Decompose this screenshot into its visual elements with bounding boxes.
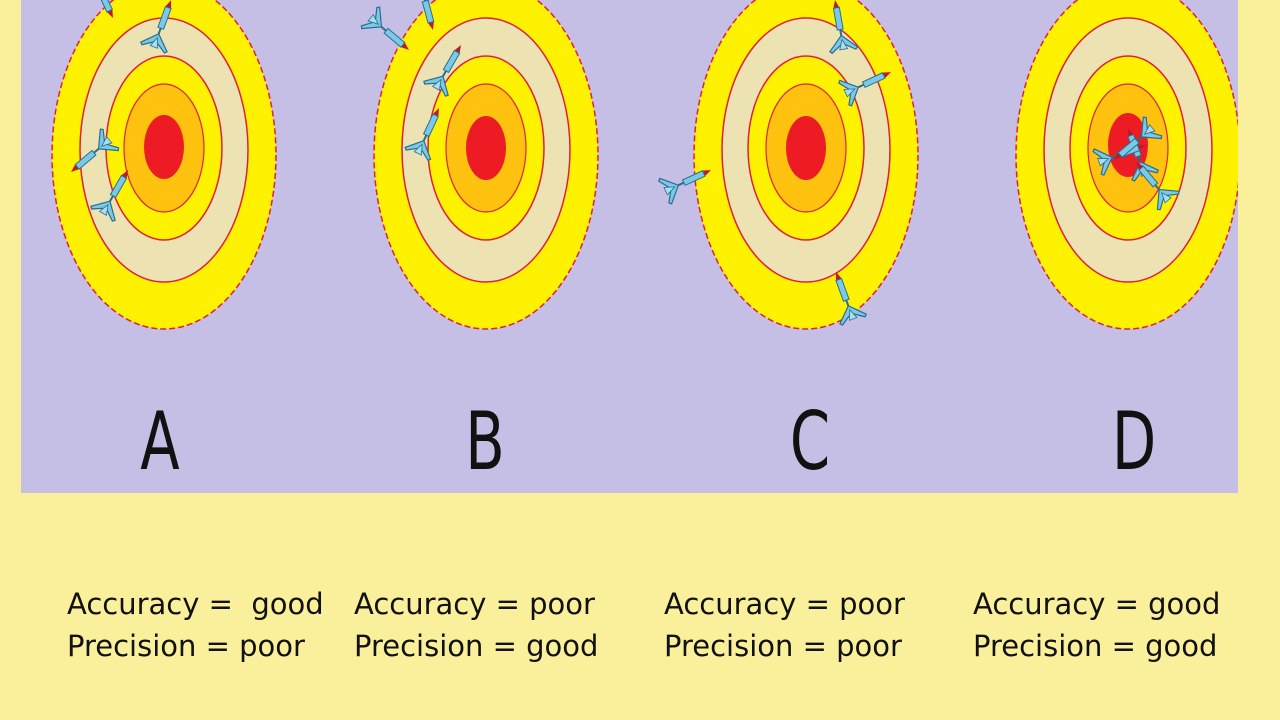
target-label-b: B [465, 395, 505, 488]
accuracy-caption-c: Accuracy = poor [664, 587, 905, 621]
target-label-c: C [789, 395, 831, 488]
target-label-d: D [1111, 395, 1157, 488]
precision-caption-b: Precision = good [354, 629, 599, 663]
target-b [359, 0, 599, 330]
accuracy-caption-d: Accuracy = good [973, 587, 1221, 621]
precision-caption-c: Precision = poor [664, 629, 902, 663]
captions-row: Accuracy = good Precision = poor Accurac… [0, 583, 1280, 673]
target-label-a: A [140, 395, 180, 488]
target-d [1015, 0, 1238, 330]
targets-illustration [51, 0, 1238, 330]
target-c [656, 0, 919, 330]
accuracy-caption-a: Accuracy = good [67, 587, 324, 621]
targets-panel: A B C D [21, 0, 1238, 493]
precision-caption-a: Precision = poor [67, 629, 305, 663]
target-a [51, 0, 277, 330]
precision-caption-d: Precision = good [973, 629, 1218, 663]
accuracy-caption-b: Accuracy = poor [354, 587, 595, 621]
